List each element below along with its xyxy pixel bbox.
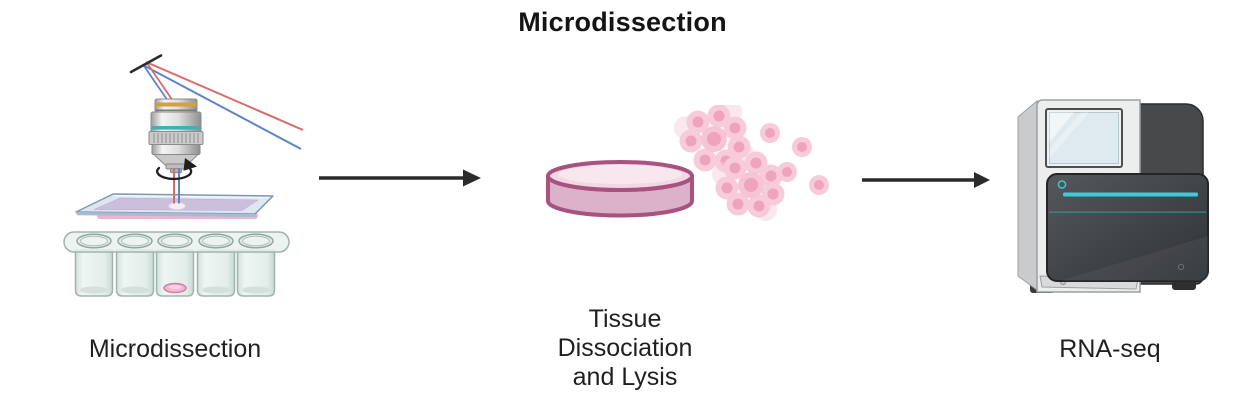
cell-cluster-icon [712, 151, 785, 221]
sequencer-front-door [1046, 173, 1209, 282]
laser-capture-microdissection-icon [63, 54, 304, 297]
glass-slide-icon [75, 193, 274, 219]
diagram-title: Microdissection [518, 7, 727, 37]
step-label-rna-seq: RNA-seq [1059, 335, 1161, 363]
petri-dish-icon [546, 160, 694, 218]
step-label-tissue-dissociation: Tissue Dissociation and Lysis [557, 305, 693, 391]
petri-dish-and-cells-icon [546, 105, 829, 221]
mirror-and-laser-beams-icon [129, 54, 304, 150]
arrow-right-icon [319, 169, 481, 187]
tissue-sample-in-tube-icon [163, 282, 187, 294]
status-light-bar [1063, 192, 1198, 197]
microscope-objective-icon [148, 98, 204, 174]
tube-strip-icon [63, 231, 290, 297]
sequencer-icon [1017, 99, 1209, 293]
single-cells-icon [760, 123, 829, 195]
sequencer-screen [1045, 108, 1123, 168]
arrow-right-icon [862, 172, 990, 188]
step-label-microdissection: Microdissection [88, 335, 262, 363]
power-button-icon [1057, 180, 1067, 189]
laser-focus-rotation-icon [156, 158, 197, 204]
